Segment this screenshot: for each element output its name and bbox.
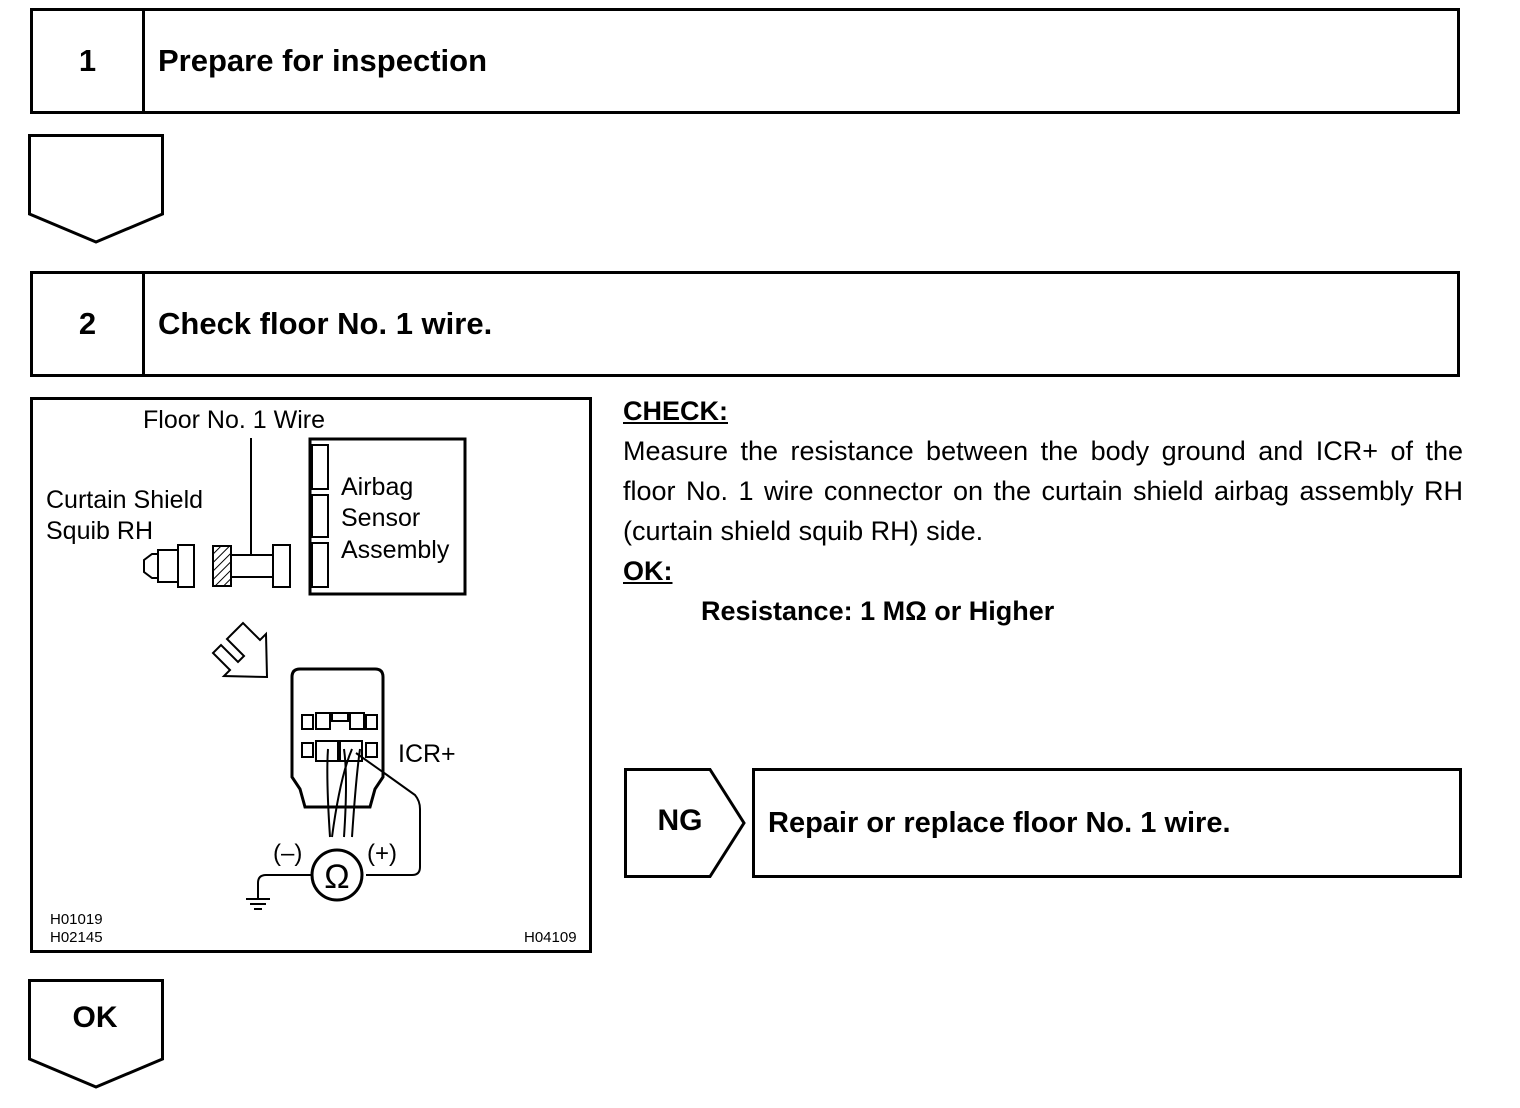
step-1-header: 1 Prepare for inspection xyxy=(30,8,1460,114)
ng-action: Repair or replace floor No. 1 wire. xyxy=(752,768,1462,878)
sensor-label: Sensor xyxy=(341,504,420,532)
floor-wire-connector xyxy=(212,544,291,588)
ng-branch-tag: NG xyxy=(624,768,748,880)
step-number: 2 xyxy=(33,274,145,374)
ng-label: NG xyxy=(657,804,703,837)
wiring-illustration: Floor No. 1 Wire Curtain Shield Squib RH… xyxy=(30,397,592,953)
ok-label: OK xyxy=(72,1001,118,1034)
check-heading: CHECK: xyxy=(623,396,728,426)
connector-face xyxy=(290,667,385,838)
plus-terminal-label: (+) xyxy=(367,840,397,867)
airbag-label: Airbag xyxy=(341,473,413,501)
minus-terminal-label: (–) xyxy=(273,840,302,867)
check-instructions: CHECK: Measure the resistance between th… xyxy=(623,391,1463,631)
floor-wire-label: Floor No. 1 Wire xyxy=(143,406,325,434)
curtain-shield-label: Curtain Shield xyxy=(46,486,203,514)
step-title: Check floor No. 1 wire. xyxy=(158,306,493,341)
step-number: 1 xyxy=(33,11,145,111)
figure-code: H04109 xyxy=(524,929,577,946)
squib-rh-label: Squib RH xyxy=(46,517,153,545)
flow-arrow-empty xyxy=(28,134,168,246)
step-2-header: 2 Check floor No. 1 wire. xyxy=(30,271,1460,377)
ok-branch-tag: OK xyxy=(28,979,168,1091)
ground-icon xyxy=(246,898,270,910)
check-text: Measure the resistance between the body … xyxy=(623,436,1463,546)
resistance-spec: Resistance: 1 MΩ or Higher xyxy=(701,596,1055,626)
step-title: Prepare for inspection xyxy=(158,43,488,78)
chevron-down-icon xyxy=(28,979,164,1089)
ohm-symbol: Ω xyxy=(324,858,349,896)
figure-code: H01019 xyxy=(50,911,103,928)
ok-heading: OK: xyxy=(623,556,673,586)
airbag-sensor-assembly xyxy=(308,437,467,596)
direction-arrow-icon xyxy=(211,621,269,679)
assembly-label: Assembly xyxy=(341,536,450,564)
chevron-down-icon xyxy=(28,134,164,244)
squib-connector xyxy=(143,544,195,588)
icr-plus-label: ICR+ xyxy=(398,740,456,768)
chevron-right-icon xyxy=(624,768,746,878)
figure-code: H02145 xyxy=(50,929,103,946)
